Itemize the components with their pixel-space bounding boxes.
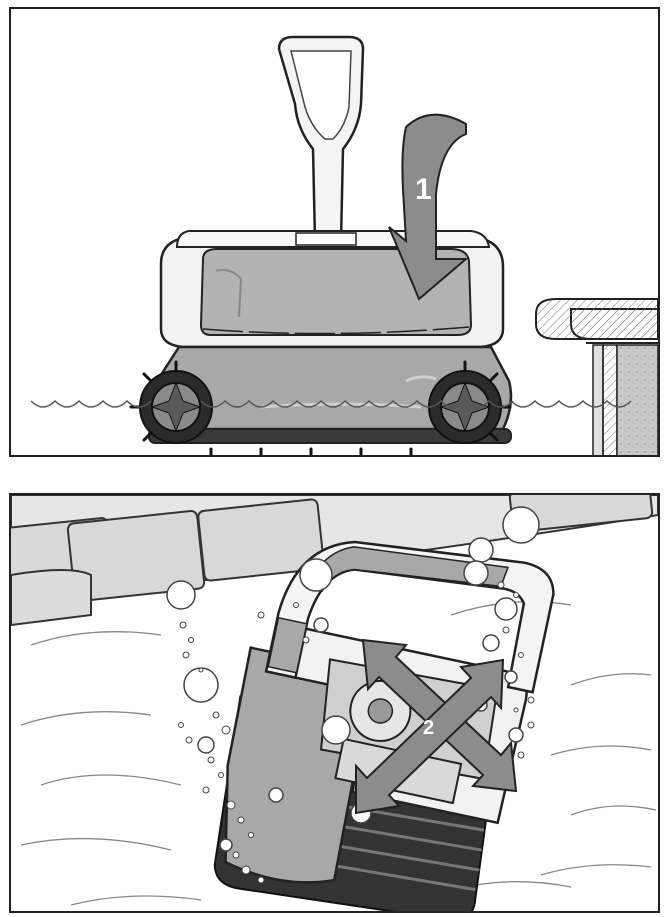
step-2-number: 2 xyxy=(423,717,434,739)
step-1-illustration: 1 xyxy=(11,9,658,455)
step-2-panel: 2 xyxy=(9,493,660,913)
step-1-panel: 1 xyxy=(9,7,660,457)
pool-edge-icon xyxy=(536,299,658,455)
step-2-illustration: 2 xyxy=(11,495,658,911)
robot-handle xyxy=(279,37,363,241)
step-1-number: 1 xyxy=(415,173,432,206)
